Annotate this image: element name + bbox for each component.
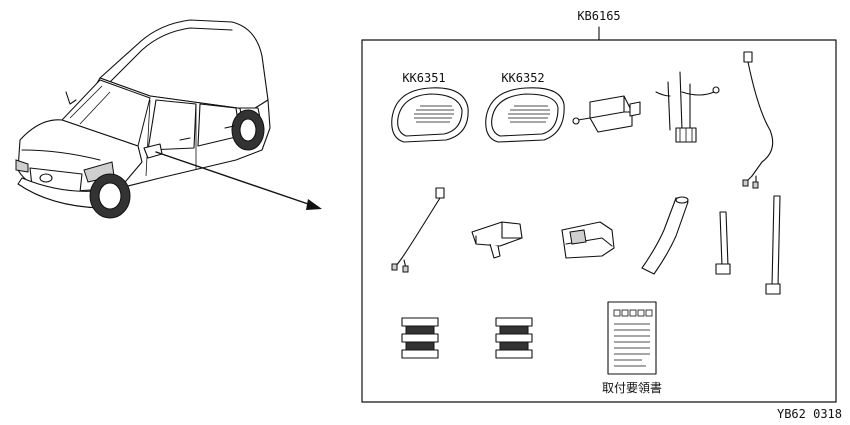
connector [561,221,615,259]
short-wire [391,187,445,273]
wiring-harness [655,71,720,143]
foam-pad-2 [495,317,533,359]
cable-tie-long [765,195,781,295]
cable-tie-short [715,211,731,275]
part-number-kk6351: KK6351 [402,71,445,85]
vehicle-illustration [15,19,322,219]
installation-manual: 取付要領書 [602,301,662,395]
bracket [471,221,523,259]
figure-code: YB62 0318 [777,407,842,421]
kit-part-number: KB6165 [577,9,620,23]
lamp-unit [572,95,641,133]
corrugated-tube [641,196,689,275]
manual-label: 取付要領書 [602,380,662,395]
foam-pad-1 [401,317,439,359]
long-wire [742,51,774,189]
mirror-cover-right: KK6352 [485,71,565,143]
mirror-cover-left: KK6351 [391,71,469,143]
part-number-kk6352: KK6352 [501,71,544,85]
kit-box: KB6165 [361,9,837,403]
